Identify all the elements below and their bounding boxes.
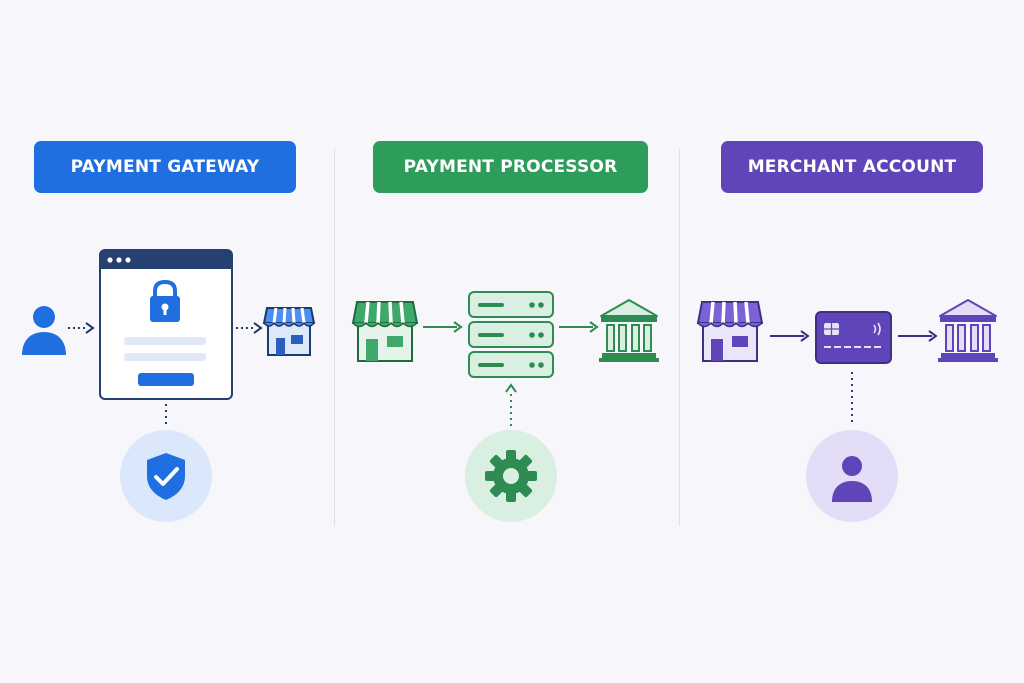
dotted-connector [851,372,853,424]
user-icon [22,306,66,355]
arrow-icon [423,321,463,333]
credit-card-icon [815,311,892,364]
secure-browser-window-icon [99,249,233,400]
payment-processor-title: PAYMENT PROCESSOR [373,141,648,193]
arrow-icon [559,321,599,333]
bank-icon [938,299,998,362]
storefront-icon [696,301,764,362]
dotted-arrow-icon [505,383,517,426]
storefront-icon [351,301,419,362]
payment-processor-panel: PAYMENT PROCESSOR [335,0,679,683]
dotted-connector [165,404,167,428]
merchant-account-panel: MERCHANT ACCOUNT [680,0,1024,683]
shield-check-icon [120,430,212,522]
payment-gateway-panel: PAYMENT GATEWAY [0,0,334,683]
payment-gateway-title: PAYMENT GATEWAY [34,141,296,193]
panel-divider-right [679,148,680,526]
arrow-icon [898,330,938,342]
dotted-arrow-icon [236,322,263,334]
gear-icon [465,430,557,522]
server-stack-icon [468,291,554,378]
merchant-account-title: MERCHANT ACCOUNT [721,141,983,193]
dotted-arrow-icon [68,322,95,334]
storefront-icon [262,307,316,356]
bank-icon [599,299,659,362]
panel-divider-left [334,148,335,526]
user-icon [806,430,898,522]
arrow-icon [770,330,810,342]
